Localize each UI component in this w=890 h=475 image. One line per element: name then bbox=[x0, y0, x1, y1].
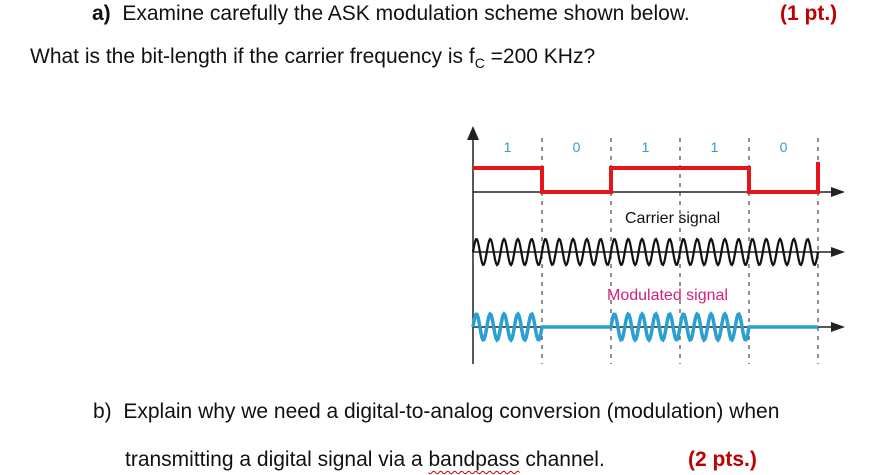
time-axis-arrow bbox=[831, 322, 845, 332]
bit-label: 1 bbox=[504, 139, 512, 155]
part-a-text: Examine carefully the ASK modulation sch… bbox=[122, 2, 690, 25]
question-frequency: =200 KHz? bbox=[484, 45, 596, 68]
part-a-heading: a) Examine carefully the ASK modulation … bbox=[92, 2, 690, 26]
bit-label: 0 bbox=[573, 139, 581, 155]
question-text: What is the bit-length if the carrier fr… bbox=[30, 45, 475, 68]
part-b-text: Explain why we need a digital-to-analog … bbox=[123, 400, 780, 423]
bit-labels: 1 0 1 1 0 bbox=[504, 139, 788, 155]
bit-label: 1 bbox=[642, 139, 650, 155]
question-subscript: C bbox=[474, 55, 485, 72]
part-b-line2: transmitting a digital signal via a band… bbox=[125, 448, 605, 472]
part-a-points: (1 pt.) bbox=[780, 2, 838, 25]
part-a-question: What is the bit-length if the carrier fr… bbox=[30, 45, 595, 71]
modulated-label: Modulated signal bbox=[607, 287, 728, 304]
ask-modulation-figure: 1 0 1 1 0 Carrier signal Modulated signal bbox=[467, 126, 845, 364]
digital-signal bbox=[473, 162, 820, 194]
carrier-signal bbox=[471, 237, 820, 267]
part-b-text2: transmitting a digital signal via a bbox=[125, 448, 429, 471]
vertical-axis-arrow bbox=[467, 126, 479, 140]
part-b-text3: channel. bbox=[519, 448, 605, 471]
bandpass-word: bandpass bbox=[428, 448, 520, 471]
time-axis-arrow bbox=[831, 187, 845, 197]
part-b-line1: b) Explain why we need a digital-to-anal… bbox=[93, 400, 779, 424]
part-b-points: (2 pts.) bbox=[688, 448, 757, 471]
time-axis-arrow bbox=[831, 247, 845, 257]
modulated-signal bbox=[471, 311, 818, 343]
part-a-label: a) bbox=[92, 2, 111, 25]
bit-label: 0 bbox=[780, 139, 788, 155]
bit-label: 1 bbox=[711, 139, 719, 155]
part-b-label: b) bbox=[93, 400, 112, 423]
carrier-label: Carrier signal bbox=[625, 210, 720, 227]
